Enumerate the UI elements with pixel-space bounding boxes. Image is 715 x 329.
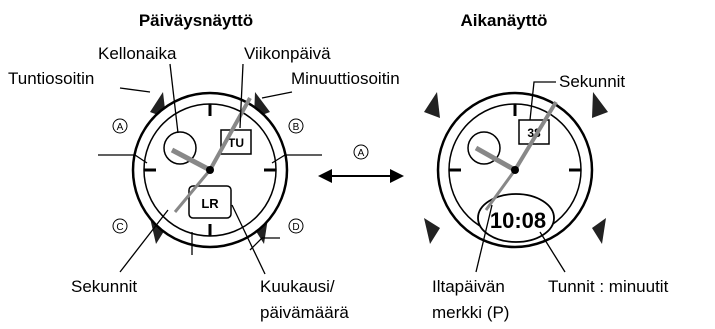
right-lower-display [477,193,555,243]
label-month-line2: päivämäärä [260,303,349,322]
right-lug-b [592,92,608,118]
button-b-label: B [293,122,300,133]
label-pm-line2: merkki (P) [432,303,509,322]
right-lug-d [592,218,606,244]
left-lower-display-text: LR [201,196,219,211]
left-button-c: C [112,218,128,234]
right-lug-c [424,218,440,244]
label-time-of-day: Kellonaika [98,44,177,63]
left-button-d: D [288,218,304,234]
switch-arrow: A [318,144,404,183]
time-display-title: Aikanäyttö [461,11,548,30]
left-upper-display-text: TU [228,136,244,150]
left-watch: TU LR A B [8,44,400,322]
left-lower-display [188,185,232,219]
right-watch: 38 10:08 Sekunnit Iltapäivän merkki (P) … [424,72,669,322]
right-lower-display-text: 10:08 [490,208,546,233]
button-c-label: C [116,222,123,233]
right-minute-hand [513,100,558,172]
left-hand-pivot [206,166,214,174]
arrow-button-label: A [358,148,365,159]
label-minute-hand: Minuuttiosoitin [291,69,400,88]
button-a-label: A [117,122,124,133]
right-hand-pivot [511,166,519,174]
label-pm-line1: Iltapäivän [432,277,505,296]
label-seconds-left: Sekunnit [71,277,137,296]
right-pointer-lines [475,81,566,273]
label-hours-minutes: Tunnit : minuutit [548,277,669,296]
left-minute-hand [208,97,252,171]
right-hour-markers [449,104,581,172]
left-hour-markers [144,104,276,236]
left-button-b: B [288,118,304,134]
left-second-hand [173,169,212,213]
right-hour-hand [474,145,517,173]
label-seconds-right: Sekunnit [559,72,625,91]
label-hour-hand: Tuntiosoitin [8,69,94,88]
right-lug-a [424,92,440,118]
label-weekday: Viikonpäivä [244,44,331,63]
right-second-hand [484,169,517,211]
button-d-label: D [292,222,299,233]
left-button-a: A [112,118,128,134]
label-month-line1: Kuukausi/ [260,277,335,296]
left-hour-hand [170,147,212,173]
date-display-title: Päiväysnäyttö [139,11,253,30]
left-pointer-lines [98,63,322,275]
